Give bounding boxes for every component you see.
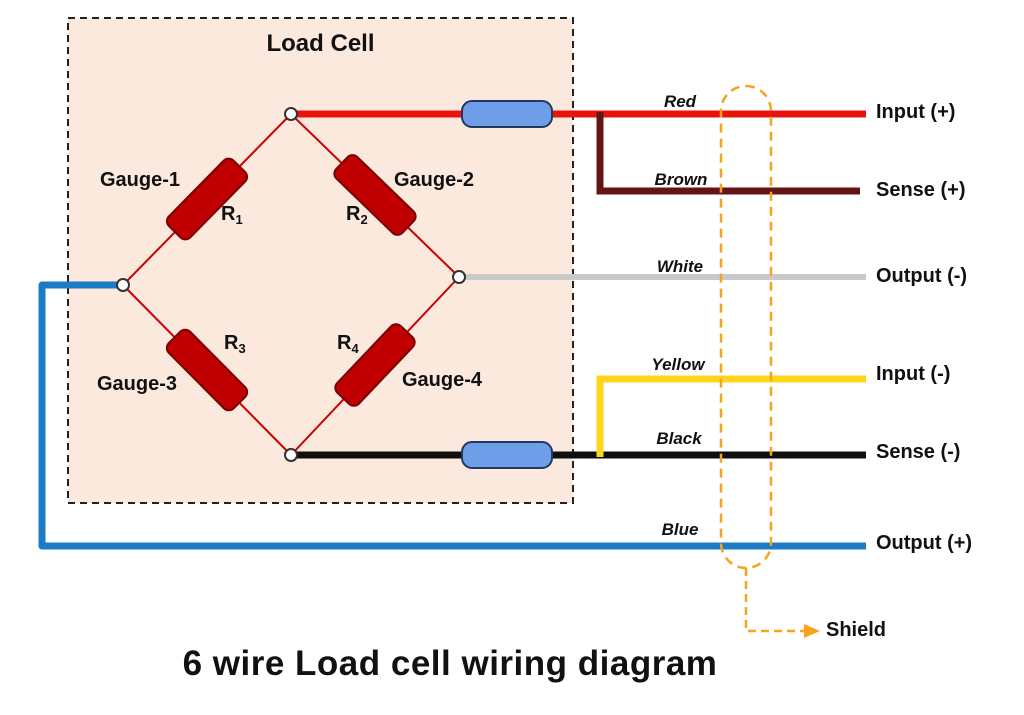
r4-subscript: 4 [351,341,359,356]
r1-label: R1 [221,203,243,227]
terminal-input-minus: Input (-) [876,363,951,385]
load-cell-title: Load Cell [266,30,375,57]
shield-label: Shield [826,619,887,641]
gauge-4-resistor [334,323,416,407]
r2-subscript: 2 [360,212,368,227]
wire-brown-label: Brown [654,170,708,189]
terminal-sense-minus: Sense (-) [876,441,961,463]
strain-gauges [165,154,417,412]
wire-blue [38,281,866,550]
bridge-node-left [116,278,130,292]
bridge-node-bottom [284,448,298,462]
bead-bottom [461,441,553,469]
r1-subscript: 1 [235,212,243,227]
diagram-title: 6 wire Load cell wiring diagram [182,644,718,683]
ferrite-beads [461,100,553,469]
gauge-4-label: Gauge-4 [402,369,483,391]
gauge-3-resistor [165,328,249,412]
bridge-node-right [452,270,466,284]
terminal-output-plus: Output (+) [876,532,973,554]
gauge-2-label: Gauge-2 [394,169,475,191]
gauge-3-label: Gauge-3 [97,373,178,395]
terminal-input-plus: Input (+) [876,101,956,123]
load-cell-box [67,17,574,504]
r2-label: R2 [346,203,368,227]
terminal-output-minus: Output (-) [876,265,968,287]
wire-white-label: White [656,257,704,276]
wire-brown [596,112,860,195]
gauge-1-label: Gauge-1 [100,169,181,191]
wire-yellow-label: Yellow [651,355,705,374]
shield-capsule [719,84,773,570]
shield-arrowhead-icon [804,624,820,638]
r4-label: R4 [337,332,359,356]
bridge-node-top [284,107,298,121]
r1-symbol: R [221,203,236,225]
wire-blue-label: Blue [661,520,699,539]
shield-pointer-line [744,568,804,633]
wire-black-label: Black [656,429,702,448]
wire-red-label: Red [663,92,697,111]
r3-symbol: R [224,332,239,354]
terminal-sense-plus: Sense (+) [876,179,966,201]
r4-symbol: R [337,332,352,354]
r2-symbol: R [346,203,361,225]
gauge-1-resistor [165,157,249,241]
r3-subscript: 3 [238,341,246,356]
gauge-2-resistor [333,154,417,236]
bridge-nodes [116,107,466,462]
wire-yellow [596,375,866,457]
r3-label: R3 [224,332,246,356]
bead-top [461,100,553,128]
